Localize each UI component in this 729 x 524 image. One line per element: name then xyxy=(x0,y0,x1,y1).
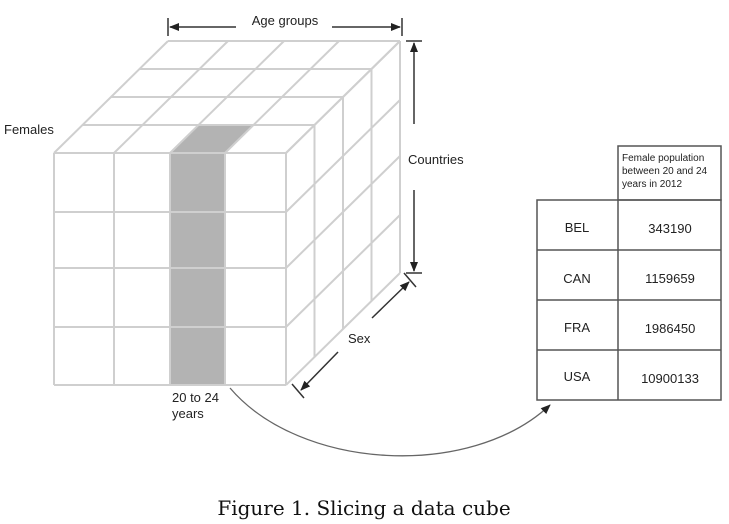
country-cell: FRA xyxy=(564,320,590,335)
selected-slice-top xyxy=(170,125,254,153)
cube-grid-line xyxy=(113,40,229,154)
cube-grid-line xyxy=(285,272,401,386)
females-label: Females xyxy=(4,122,54,137)
figure-caption: Figure 1. Slicing a data cube xyxy=(217,496,510,520)
table-row: BEL 343190 xyxy=(565,220,692,236)
table-header-line2: between 20 and 24 xyxy=(622,166,708,177)
cube-grid-line xyxy=(285,214,401,328)
countries-axis-arrow xyxy=(406,40,422,274)
slice-label-line2: years xyxy=(172,406,204,421)
countries-label: Countries xyxy=(408,152,464,167)
slice-label-line1: 20 to 24 xyxy=(172,390,219,405)
table-header-line3: years in 2012 xyxy=(622,179,682,190)
cube-grid-line xyxy=(224,40,340,154)
value-cell: 10900133 xyxy=(641,371,699,386)
cube-grid-line xyxy=(53,40,169,154)
value-cell: 1159659 xyxy=(645,271,695,286)
sex-axis-arrow xyxy=(291,272,417,399)
sex-label: Sex xyxy=(348,331,371,346)
data-cube xyxy=(53,40,401,386)
cube-grid-line xyxy=(169,40,285,154)
age-groups-label: Age groups xyxy=(252,13,319,28)
cube-grid-line xyxy=(285,99,401,213)
cube-grid-line xyxy=(285,40,401,154)
slice-table: Female population between 20 and 24 year… xyxy=(536,145,722,401)
table-row: USA 10900133 xyxy=(564,369,699,386)
table-row: FRA 1986450 xyxy=(564,320,695,336)
table-header-line1: Female population xyxy=(622,153,704,164)
cube-grid-line xyxy=(285,155,401,269)
table-row: CAN 1159659 xyxy=(563,271,695,286)
country-cell: CAN xyxy=(563,271,590,286)
age-groups-axis-arrow xyxy=(167,18,403,36)
value-cell: 1986450 xyxy=(645,321,696,336)
country-cell: USA xyxy=(564,369,591,384)
country-cell: BEL xyxy=(565,220,590,235)
value-cell: 343190 xyxy=(648,221,691,236)
slice-to-table-arrow xyxy=(229,387,551,457)
